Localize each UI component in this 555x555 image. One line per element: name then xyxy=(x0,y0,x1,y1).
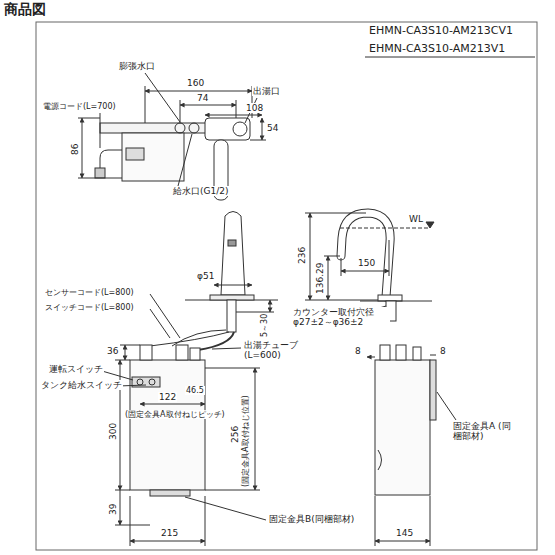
part-name: 膨張水口 xyxy=(118,61,156,71)
part-name: 給水口(G1/2) xyxy=(172,186,229,196)
faucet-side-view xyxy=(305,213,434,321)
dimension: 86 xyxy=(70,143,80,156)
part-name: 出湯口 xyxy=(252,86,281,96)
dimension: 8 xyxy=(439,346,447,356)
tank-front-view xyxy=(102,345,266,546)
part-name: 固定金具A (同梱部材) xyxy=(452,421,518,442)
page-title: 商品図 xyxy=(4,1,46,19)
part-name: タンク給水スイッチ xyxy=(40,380,123,390)
dimension: 145 xyxy=(395,528,414,538)
dimension: 215 xyxy=(160,528,179,538)
dimension: 160 xyxy=(186,78,205,88)
switch-cord xyxy=(172,330,226,346)
dimension: 36 xyxy=(106,346,119,356)
dimension: 122 xyxy=(158,392,177,402)
part-name: 出湯チューブ (L=600) xyxy=(243,340,305,361)
model-number: EHMN-CA3S10-AM213V1 xyxy=(368,43,506,56)
faucet-front-view xyxy=(150,212,278,351)
part-name: スイッチコード(L=800) xyxy=(44,303,135,312)
part-name: 電源コード(L=700) xyxy=(42,102,117,111)
dimension: φ51 xyxy=(196,271,215,281)
dimension: 74 xyxy=(196,93,209,103)
note: カウンター取付穴径 φ27±2～φ36±2 xyxy=(292,307,390,328)
dimension: 5～30 xyxy=(260,313,269,338)
tank-side-view xyxy=(367,345,456,546)
dimension: 8 xyxy=(354,346,362,356)
dimension: 54 xyxy=(266,123,279,133)
note: (固定金具A取付ねじ位置) xyxy=(241,394,250,488)
dimension: 39 xyxy=(108,503,118,516)
water-level-mark: WL xyxy=(408,214,424,224)
dimension: 108 xyxy=(245,103,264,113)
sensor-cord xyxy=(150,332,229,346)
dimension: 46.5 xyxy=(185,386,205,395)
note: (固定金具A取付ねじピッチ) xyxy=(124,410,226,419)
dimension: 256 xyxy=(230,425,240,444)
part-name: 運転スイッチ xyxy=(48,364,104,374)
dimension: 236 xyxy=(297,246,307,265)
part-name: 固定金具B(同梱部材) xyxy=(268,514,355,524)
part-name: センサーコード(L=800) xyxy=(44,288,135,297)
model-number: EHMN-CA3S10-AM213CV1 xyxy=(368,25,514,38)
top-view xyxy=(78,73,266,200)
dimension: 300 xyxy=(108,422,118,441)
dimension: 136.29 xyxy=(315,262,325,296)
dimension: 150 xyxy=(357,258,376,268)
